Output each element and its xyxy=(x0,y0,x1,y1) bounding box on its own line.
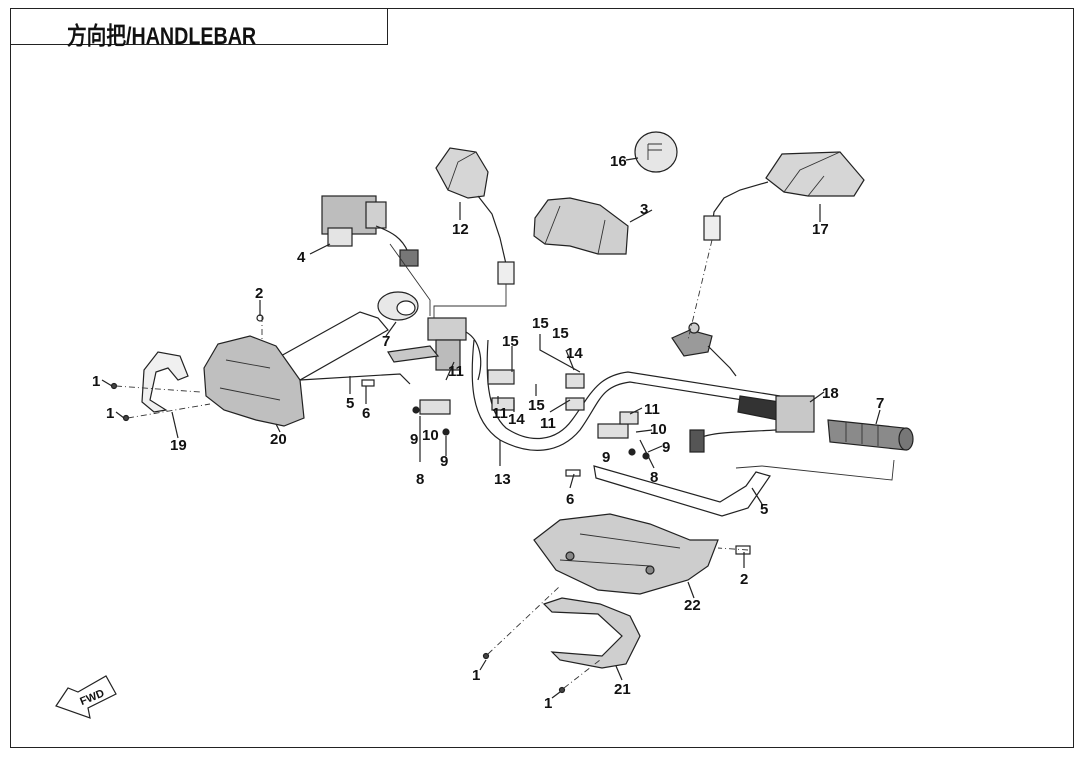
callout-15: 15 xyxy=(552,325,569,342)
callout-19: 19 xyxy=(170,437,187,454)
callout-16: 16 xyxy=(610,153,627,170)
part-4-switch-assembly xyxy=(321,195,419,267)
callout-11: 11 xyxy=(540,415,556,432)
left-lever-assembly xyxy=(387,317,482,381)
callout-15: 15 xyxy=(528,397,545,414)
callout-22: 22 xyxy=(684,597,701,614)
leader-lines xyxy=(101,157,881,699)
part-19-left-trim xyxy=(141,351,189,413)
callout-labels: 1 1 1 1 2 2 3 4 5 5 6 6 7 7 8 8 9 9 9 9 … xyxy=(92,153,884,712)
part-3-cover xyxy=(533,197,629,255)
callout-1: 1 xyxy=(92,373,100,390)
part-16-cap xyxy=(634,131,678,173)
callout-15: 15 xyxy=(532,315,549,332)
callout-11: 11 xyxy=(644,401,660,418)
assembly-lines xyxy=(115,239,895,689)
callout-9: 9 xyxy=(602,449,610,466)
part-17-right-mirror xyxy=(703,151,865,241)
part-18-right-switch xyxy=(689,395,815,453)
callout-14: 14 xyxy=(566,345,583,362)
callout-17: 17 xyxy=(812,221,829,238)
callout-5: 5 xyxy=(346,395,354,412)
callout-14: 14 xyxy=(508,411,525,428)
page-title: 方向把/HANDLEBAR xyxy=(67,23,257,50)
callout-7: 7 xyxy=(382,333,390,350)
callout-9: 9 xyxy=(662,439,670,456)
callout-21: 21 xyxy=(614,681,631,698)
callout-13: 13 xyxy=(494,471,511,488)
part-12-left-mirror xyxy=(435,147,515,285)
callout-3: 3 xyxy=(640,201,648,218)
callout-8: 8 xyxy=(650,469,658,486)
callout-7: 7 xyxy=(876,395,884,412)
callout-10: 10 xyxy=(650,421,667,438)
callout-1: 1 xyxy=(472,667,480,684)
part-5-right-bracket xyxy=(593,465,771,517)
part-20-left-handguard xyxy=(203,335,305,427)
fwd-arrow-icon: FWD xyxy=(55,675,117,719)
part-7-left-grip xyxy=(377,291,419,321)
callout-10: 10 xyxy=(422,427,439,444)
callout-11: 11 xyxy=(492,405,508,422)
callout-1: 1 xyxy=(544,695,552,712)
callout-15: 15 xyxy=(502,333,519,350)
callout-1: 1 xyxy=(106,405,114,422)
callout-9: 9 xyxy=(410,431,418,448)
callout-18: 18 xyxy=(822,385,839,402)
drawing-frame xyxy=(10,8,1074,748)
callout-2: 2 xyxy=(255,285,263,302)
callout-4: 4 xyxy=(297,249,306,266)
callout-20: 20 xyxy=(270,431,287,448)
callout-2: 2 xyxy=(740,571,748,588)
callout-9: 9 xyxy=(440,453,448,470)
callout-12: 12 xyxy=(452,221,469,238)
callout-6: 6 xyxy=(362,405,370,422)
callout-6: 6 xyxy=(566,491,574,508)
callout-8: 8 xyxy=(416,471,424,488)
callout-5: 5 xyxy=(760,501,768,518)
part-21-right-trim xyxy=(542,597,641,669)
title-block: 方向把/HANDLEBAR xyxy=(10,8,388,50)
part-22-right-handguard xyxy=(533,513,719,595)
part-7-right-grip xyxy=(827,419,914,451)
right-brake-lever xyxy=(671,322,737,377)
callout-11: 11 xyxy=(448,363,464,380)
